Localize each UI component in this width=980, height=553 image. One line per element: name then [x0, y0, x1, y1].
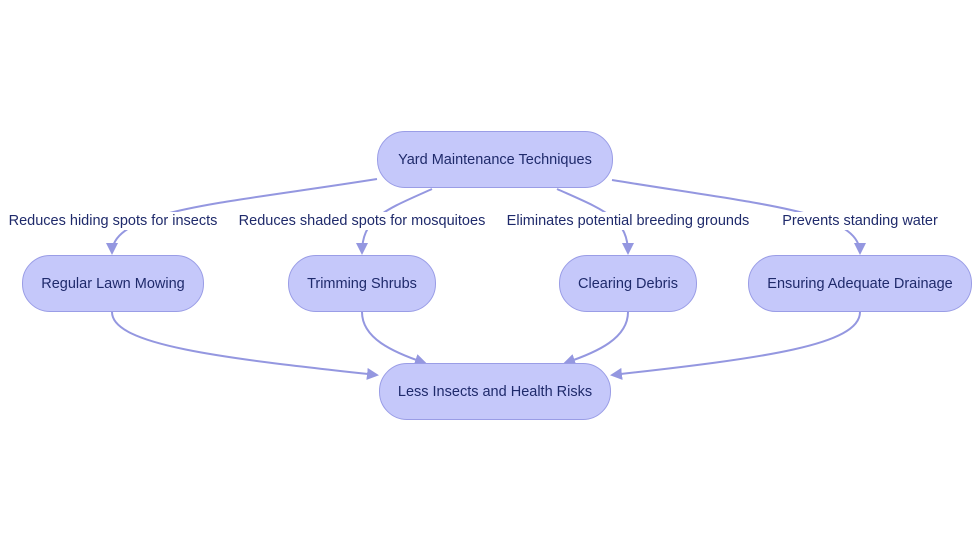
edge-label-standing-water: Prevents standing water — [781, 212, 939, 230]
edge-shrubs-to-result — [361, 311, 427, 366]
edge-mowing-to-result — [111, 311, 379, 380]
node-clearing-debris[interactable]: Clearing Debris — [559, 255, 697, 312]
edge-debris-to-result — [563, 311, 629, 366]
edge-root-to-drainage — [611, 179, 866, 255]
node-regular-lawn-mowing[interactable]: Regular Lawn Mowing — [22, 255, 204, 312]
edge-label-shaded-spots: Reduces shaded spots for mosquitoes — [237, 212, 487, 230]
node-result[interactable]: Less Insects and Health Risks — [379, 363, 611, 420]
edge-drainage-to-result — [610, 311, 861, 380]
node-ensuring-adequate-drainage[interactable]: Ensuring Adequate Drainage — [748, 255, 972, 312]
node-root[interactable]: Yard Maintenance Techniques — [377, 131, 613, 188]
edge-root-to-mowing — [106, 178, 378, 255]
edge-label-hiding-spots: Reduces hiding spots for insects — [7, 212, 219, 230]
edge-label-breeding-grounds: Eliminates potential breeding grounds — [505, 212, 751, 230]
node-trimming-shrubs[interactable]: Trimming Shrubs — [288, 255, 436, 312]
